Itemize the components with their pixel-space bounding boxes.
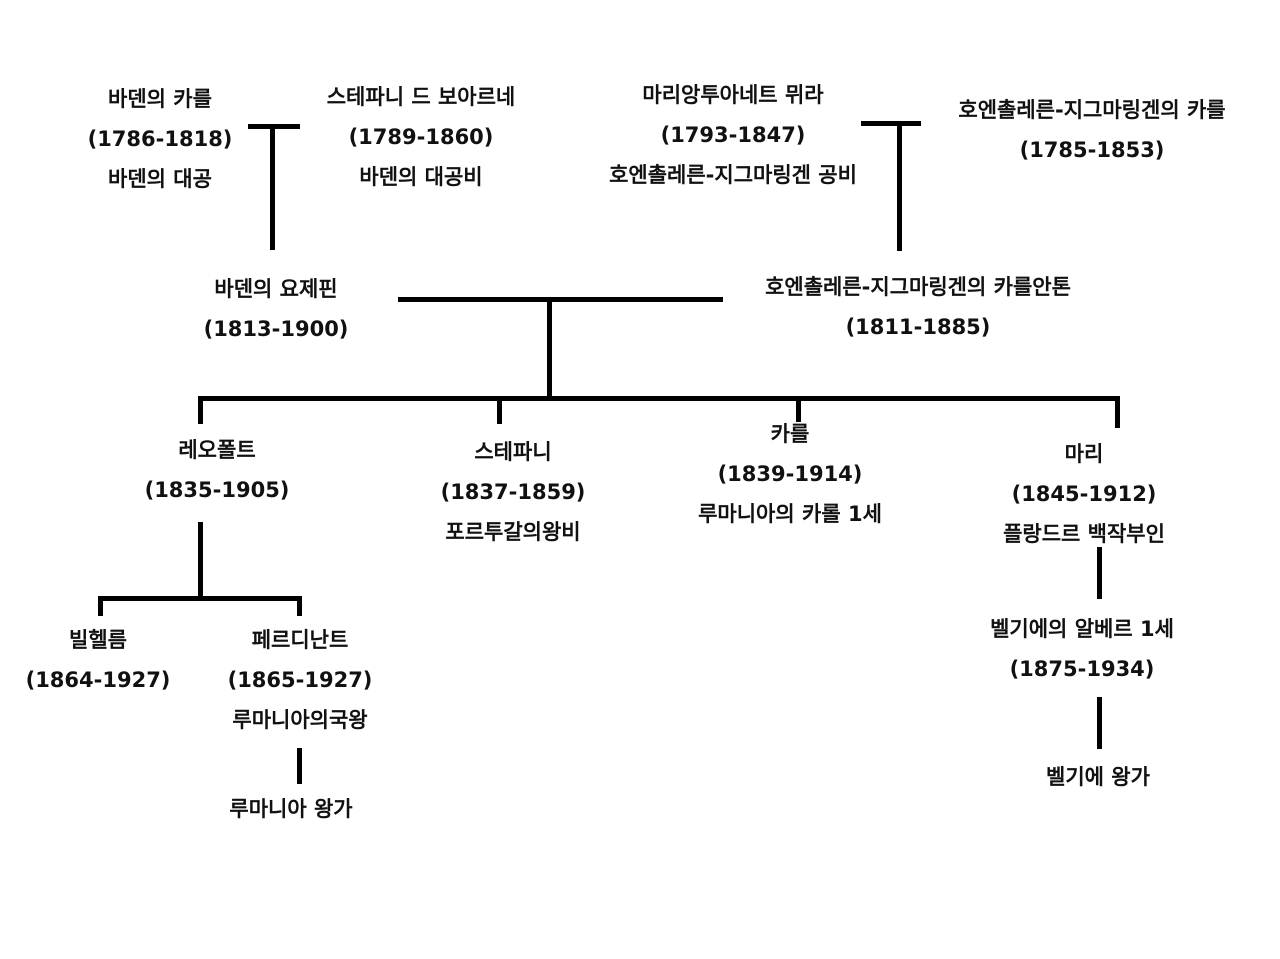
person-ferdinand: 페르디난트 (1865-1927) 루마니아의국왕 — [228, 620, 373, 740]
descent-line-karl-anton — [897, 121, 902, 251]
person-dates: (1845-1912) — [1011, 482, 1157, 506]
person-name: 빌헬름 — [69, 628, 127, 652]
person-name: 레오폴트 — [178, 438, 256, 462]
house-romania: 루마니아 왕가 — [229, 789, 352, 829]
person-title: 바덴의 대공 — [108, 167, 212, 191]
person-dates: (1793-1847) — [660, 123, 806, 147]
person-dates: (1786-1818) — [87, 127, 233, 151]
person-dates: (1865-1927) — [227, 668, 373, 692]
person-dates: (1785-1853) — [1019, 138, 1165, 162]
descent-line-josephine — [270, 124, 275, 250]
person-name: 스테파니 드 보아르네 — [326, 85, 516, 109]
sibling-bar-leopold-children — [98, 596, 302, 601]
person-dates: (1837-1859) — [440, 480, 586, 504]
person-dates: (1811-1885) — [845, 315, 991, 339]
person-karl-anton: 호엔촐레른-지그마링겐의 카를안톤 (1811-1885) — [765, 267, 1071, 347]
person-name: 카를 — [770, 422, 810, 446]
person-title: 루마니아의 카롤 1세 — [698, 502, 882, 526]
person-wilhelm: 빌헬름 (1864-1927) — [26, 620, 171, 700]
person-title: 포르투갈의왕비 — [445, 520, 581, 544]
descent-line-romania — [297, 748, 302, 784]
person-title: 호엔촐레른-지그마링겐 공비 — [609, 163, 857, 187]
person-leopold: 레오폴트 (1835-1905) — [145, 430, 290, 510]
person-name: 벨기에의 알베르 1세 — [990, 617, 1174, 641]
person-dates: (1839-1914) — [717, 462, 863, 486]
house-label: 벨기에 왕가 — [1046, 765, 1150, 789]
descent-line-children — [547, 297, 552, 398]
person-name: 마리 — [1064, 442, 1104, 466]
house-belgium: 벨기에 왕가 — [1046, 757, 1150, 797]
person-title: 바덴의 대공비 — [359, 165, 483, 189]
person-dates: (1864-1927) — [25, 668, 171, 692]
person-stephanie: 스테파니 (1837-1859) 포르투갈의왕비 — [441, 432, 586, 552]
person-marie-murat: 마리앙투아네트 뮈라 (1793-1847) 호엔촐레른-지그마링겐 공비 — [609, 75, 857, 195]
person-name: 바덴의 카를 — [108, 87, 212, 111]
person-name: 스테파니 — [474, 440, 552, 464]
marriage-line-josephine-karl-anton — [398, 297, 723, 302]
marriage-line-marie-albert — [1097, 547, 1102, 599]
person-carol: 카를 (1839-1914) 루마니아의 카롤 1세 — [698, 414, 882, 534]
person-stephanie-beauharnais: 스테파니 드 보아르네 (1789-1860) 바덴의 대공비 — [327, 77, 516, 197]
house-label: 루마니아 왕가 — [229, 797, 353, 821]
person-marie: 마리 (1845-1912) 플랑드르 백작부인 — [1003, 434, 1165, 554]
person-name: 마리앙투아네트 뮈라 — [642, 83, 824, 107]
person-karl-baden: 바덴의 카를 (1786-1818) 바덴의 대공 — [88, 79, 233, 199]
descent-line-leopold-children — [198, 522, 203, 600]
person-name: 호엔촐레른-지그마링겐의 카를안톤 — [765, 275, 1071, 299]
tick-leopold — [198, 396, 203, 424]
person-title: 루마니아의국왕 — [232, 708, 368, 732]
sibling-bar — [198, 396, 1120, 401]
person-karl-hohenzollern: 호엔촐레른-지그마링겐의 카를 (1785-1853) — [958, 90, 1225, 170]
marriage-line-marie-karl — [861, 121, 921, 126]
tick-carol — [796, 396, 801, 422]
person-albert: 벨기에의 알베르 1세 (1875-1934) — [990, 609, 1174, 689]
person-dates: (1875-1934) — [1009, 657, 1155, 681]
descent-line-belgium — [1097, 697, 1102, 749]
person-name: 호엔촐레른-지그마링겐의 카를 — [958, 98, 1226, 122]
person-title: 플랑드르 백작부인 — [1003, 522, 1165, 546]
person-dates: (1813-1900) — [203, 317, 349, 341]
tick-ferdinand — [297, 596, 302, 616]
person-dates: (1835-1905) — [144, 478, 290, 502]
tick-marie — [1115, 396, 1120, 428]
person-name: 페르디난트 — [251, 628, 349, 652]
person-josephine: 바덴의 요제핀 (1813-1900) — [204, 269, 349, 349]
person-dates: (1789-1860) — [348, 125, 494, 149]
tick-wilhelm — [98, 596, 103, 616]
person-name: 바덴의 요제핀 — [214, 277, 338, 301]
tick-stephanie — [497, 396, 502, 424]
